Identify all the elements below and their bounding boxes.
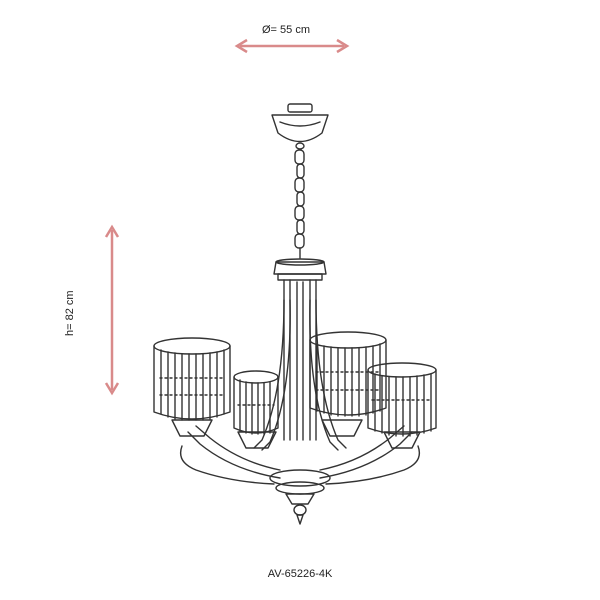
model-number: AV-65226-4K (267, 568, 333, 580)
width-dimension-label: Ø= 55 cm (262, 24, 310, 36)
central-cap (273, 258, 327, 281)
bottom-hub (269, 469, 331, 525)
crystal-shade-1 (153, 337, 231, 421)
lamp-cups (171, 419, 421, 449)
crystal-shade-3 (309, 331, 387, 417)
crystal-shade-2 (233, 370, 279, 435)
crystal-shade-4 (367, 362, 437, 437)
chandelier-drawing-icon (153, 103, 437, 525)
width-arrow-icon (234, 38, 350, 54)
height-dimension-label: h= 82 cm (64, 290, 76, 336)
hanging-chain (294, 149, 305, 259)
ceiling-canopy (271, 103, 329, 150)
height-arrow-icon (104, 224, 120, 396)
